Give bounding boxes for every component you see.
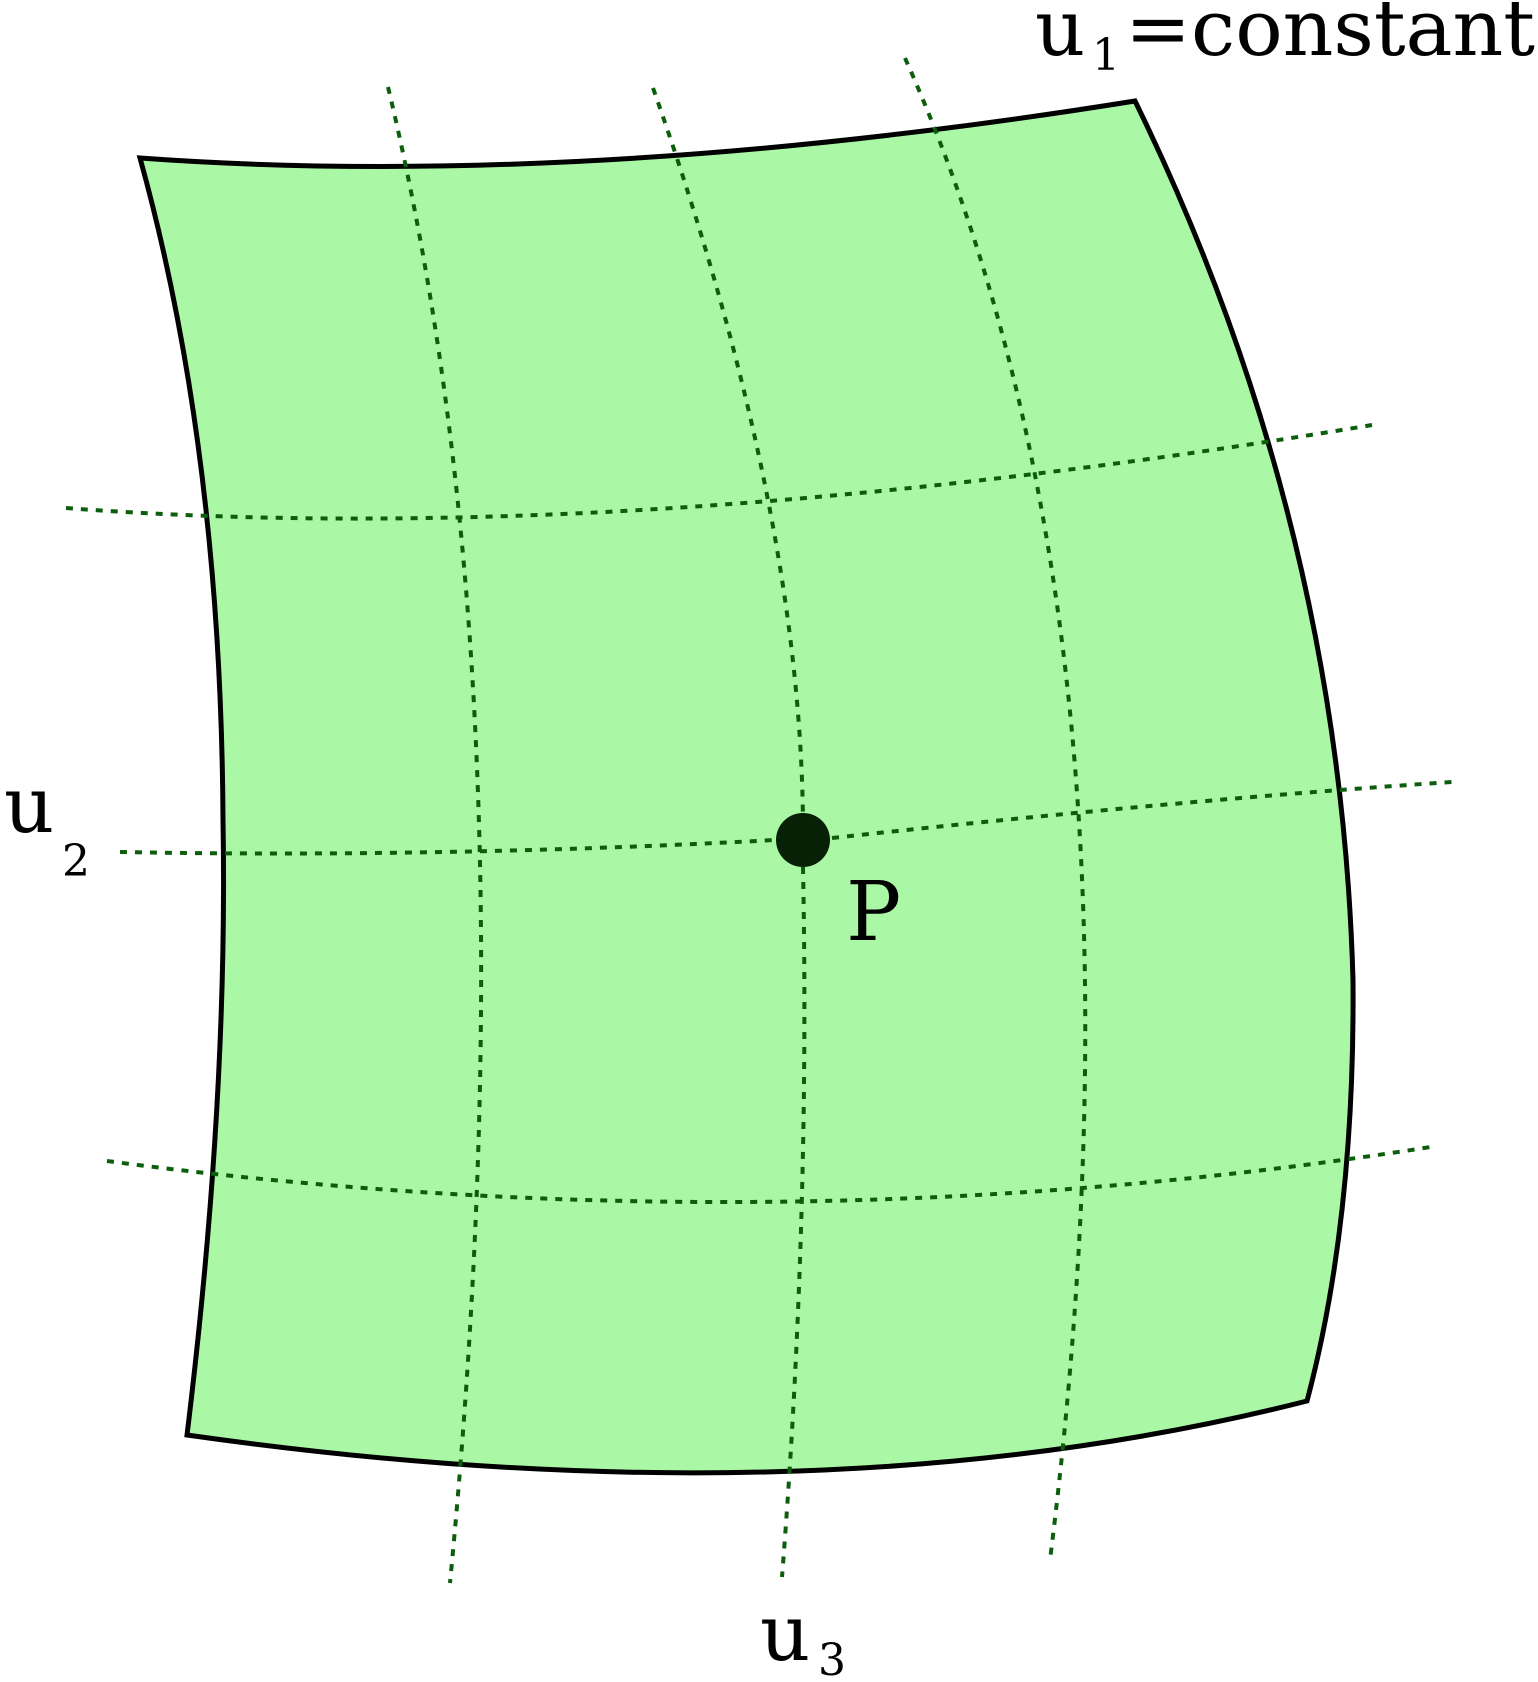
point-p-label: P	[846, 865, 901, 960]
surface-patch	[136, 98, 1356, 1476]
u1-symbol: u	[1035, 0, 1085, 74]
u3-label: u 3	[760, 1589, 846, 1682]
point-p-marker	[776, 813, 830, 867]
u1-constant-text: =constant	[1125, 0, 1535, 74]
u3-subscript: 3	[818, 1635, 846, 1682]
grid-line-horizontal-1	[65, 423, 1373, 521]
u2-coordinate-lines	[65, 423, 1453, 1205]
u1-subscript: 1	[1092, 30, 1120, 81]
grid-line-horizontal-3	[831, 780, 1453, 840]
grid-line-horizontal-2	[119, 838, 776, 856]
grid-line-horizontal-4	[106, 1144, 1438, 1205]
u1-coordinate-lines	[386, 57, 1088, 1584]
u3-symbol: u	[760, 1589, 810, 1679]
u1-constant-label: u 1 =constant	[1035, 0, 1535, 81]
grid-line-vertical-4	[903, 57, 1088, 1561]
u2-subscript: 2	[62, 836, 90, 887]
u2-symbol: u	[4, 761, 54, 851]
u2-label: u 2	[4, 761, 90, 887]
grid-line-vertical-2	[651, 87, 806, 843]
grid-line-vertical-1	[386, 86, 484, 1584]
